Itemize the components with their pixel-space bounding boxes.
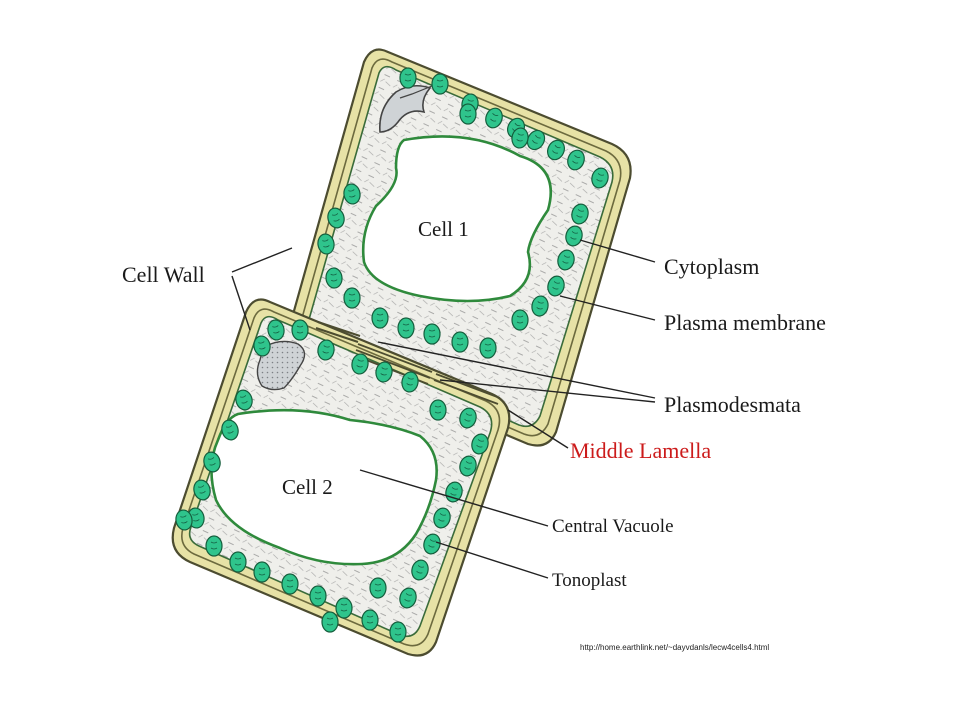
chloroplast-icon (253, 561, 271, 583)
cell-1-central-vacuole (361, 135, 553, 303)
chloroplast-icon (389, 621, 407, 643)
chloroplast-icon (459, 103, 477, 125)
chloroplast-icon (343, 287, 361, 309)
cytoplasm-label: Cytoplasm (664, 254, 759, 279)
chloroplast-icon (309, 585, 327, 607)
chloroplast-icon (397, 317, 415, 339)
chloroplast-icon (335, 597, 353, 619)
chloroplast-icon (431, 73, 449, 95)
chloroplast-icon (479, 337, 497, 359)
chloroplast-icon (291, 319, 309, 341)
chloroplast-icon (511, 309, 529, 331)
chloroplast-icon (423, 323, 441, 345)
chloroplast-icon (321, 611, 339, 633)
chloroplast-icon (281, 573, 299, 595)
chloroplast-icon (451, 331, 469, 353)
cell-2-label: Cell 2 (282, 475, 333, 499)
chloroplast-icon (205, 535, 223, 557)
tonoplast-label: Tonoplast (552, 570, 627, 591)
cell-2-central-vacuole (210, 408, 438, 566)
chloroplast-icon (369, 577, 387, 599)
chloroplast-icon (361, 609, 379, 631)
plasma-membrane-label: Plasma membrane (664, 310, 826, 335)
cell-wall-label: Cell Wall (122, 262, 205, 287)
nucleus-icon (256, 340, 306, 391)
chloroplast-icon (371, 307, 389, 329)
chloroplast-icon (429, 399, 447, 421)
cell-1-label: Cell 1 (418, 217, 469, 241)
plasmodesmata-label: Plasmodesmata (664, 392, 801, 417)
nucleus-icon (379, 84, 432, 133)
central-vacuole-label: Central Vacuole (552, 516, 674, 537)
plasmodesmata-channels (315, 321, 501, 405)
leader-lines (231, 239, 656, 579)
chloroplast-icon (229, 551, 247, 573)
source-url: http://home.earthlink.net/~dayvdanls/lec… (580, 643, 769, 652)
middle-lamella-label: Middle Lamella (570, 438, 711, 463)
chloroplast-icon (399, 67, 417, 89)
